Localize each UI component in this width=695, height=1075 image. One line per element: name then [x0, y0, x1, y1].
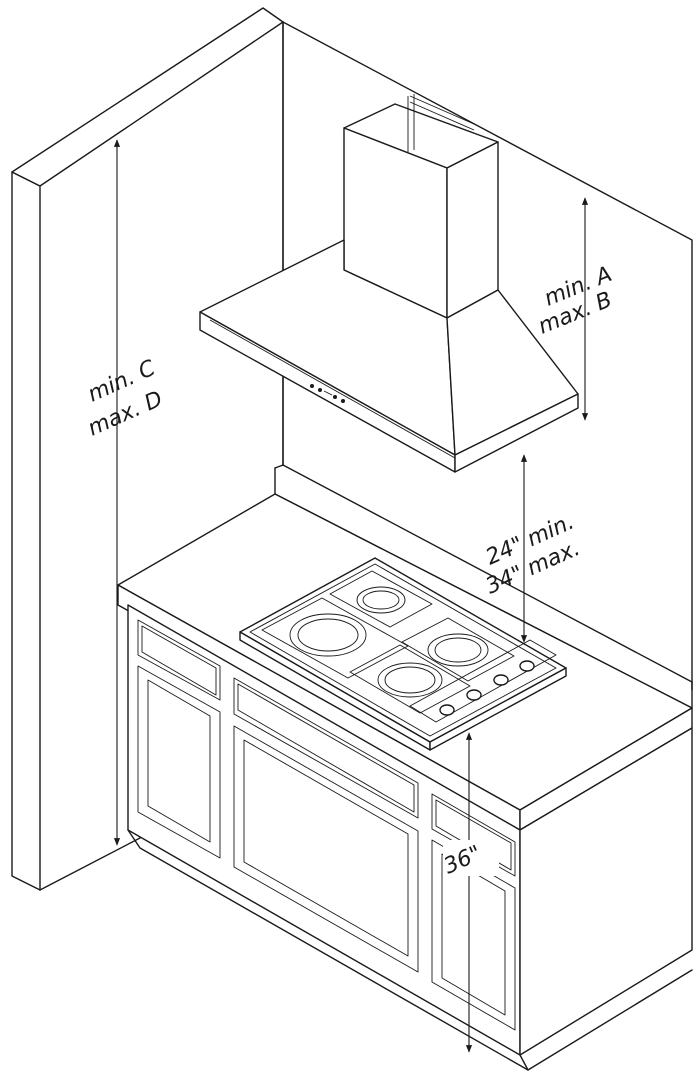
drawer-center: [233, 677, 419, 819]
burner-large-left: [289, 613, 367, 657]
burner-front-right: [377, 662, 443, 698]
knob-icon: [466, 689, 482, 701]
knob-icon: [439, 704, 455, 716]
door-left: [137, 665, 221, 859]
cooktop: [239, 557, 567, 751]
hood-control-icon: [310, 384, 314, 388]
knob-icon: [493, 674, 509, 686]
dimension-lines: [113, 139, 589, 1053]
base-cabinet: [127, 604, 693, 1071]
hood-control-icon: [318, 388, 322, 392]
range-hood: [199, 94, 579, 473]
chimney-side: [446, 141, 499, 319]
control-panel: [409, 639, 557, 723]
drawer-right: [431, 793, 516, 877]
hood-control-icon: [333, 395, 337, 399]
burner-small-back: [356, 586, 406, 614]
hood-lip-side: [454, 393, 579, 473]
left-side-wall: [11, 7, 284, 891]
door-center: [233, 725, 419, 973]
hood-control-icon: [341, 399, 345, 403]
knob-icon: [519, 660, 535, 672]
label-counter-backdrop: [443, 840, 499, 876]
burner-back-right: [427, 633, 489, 667]
drawer-left: [137, 619, 221, 701]
